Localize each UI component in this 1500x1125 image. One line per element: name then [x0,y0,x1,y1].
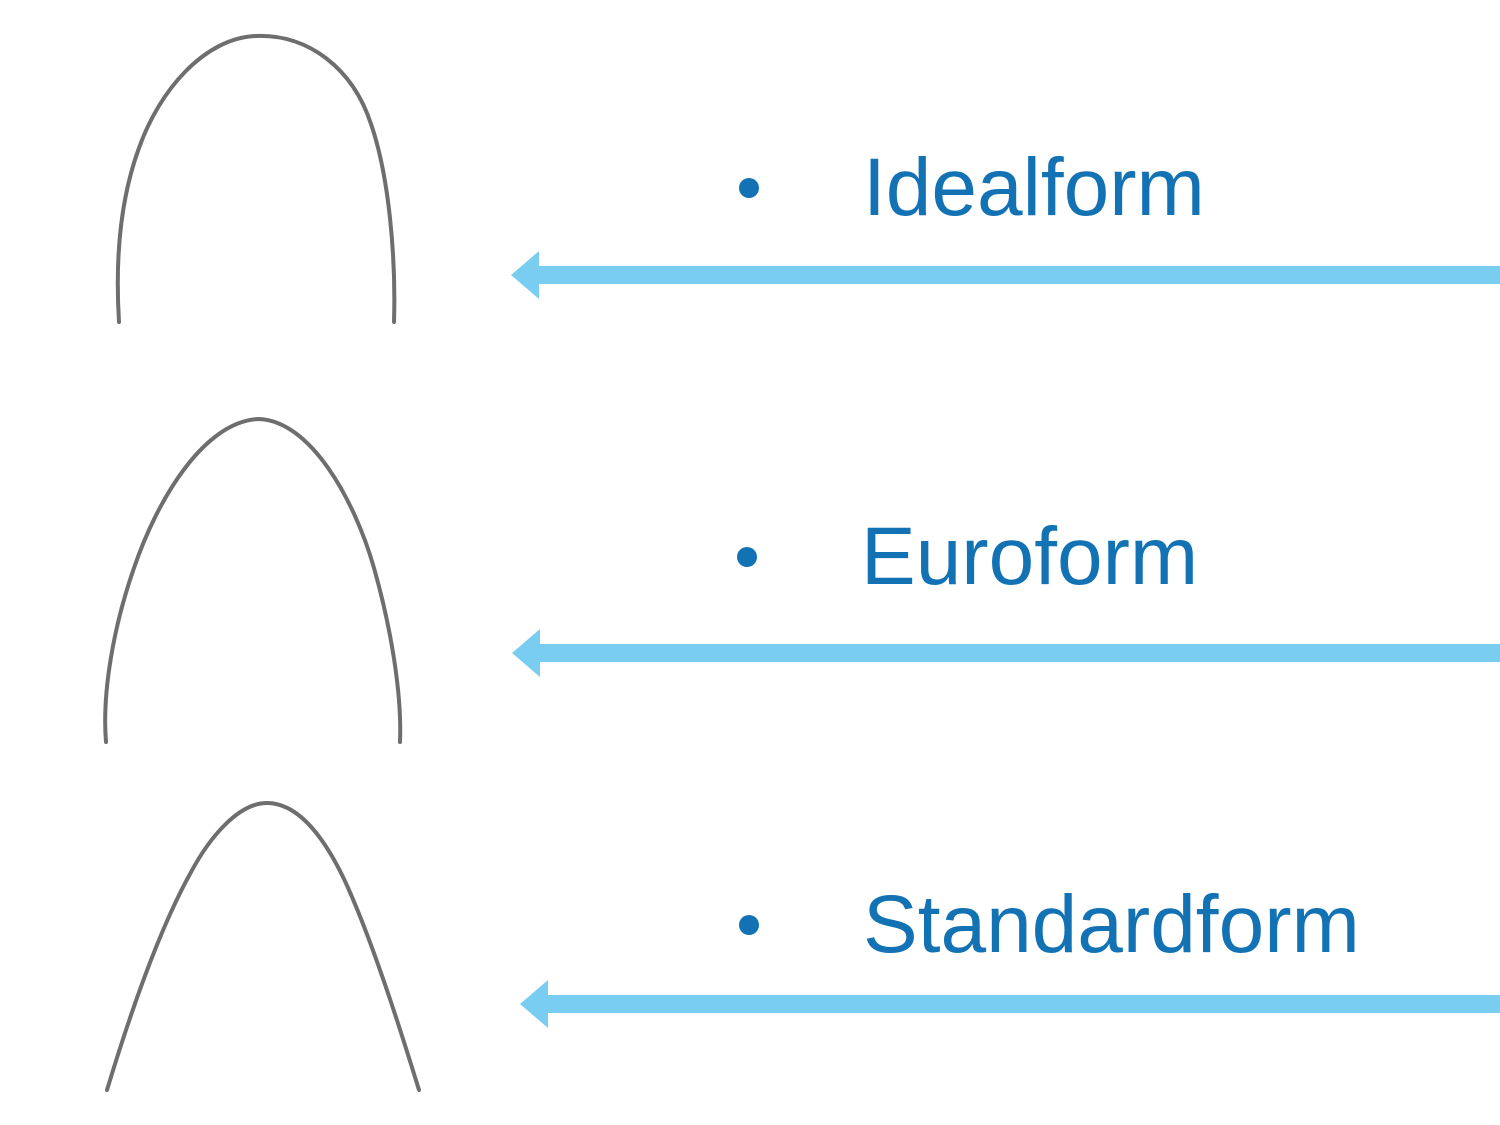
bullet-item-standardform: Standardform [739,884,1360,966]
left-arrow-icon [512,629,1500,677]
standardform-label: Standardform [863,879,1360,970]
standardform-archwire-image [105,800,421,1092]
idealform-label: Idealform [863,142,1205,233]
bullet-icon [739,178,759,198]
bullet-item-euroform: Euroform [737,516,1198,598]
bullet-item-idealform: Idealform [739,147,1205,229]
left-arrow-icon [511,251,1500,299]
left-arrow-icon [520,980,1500,1028]
bullet-icon [739,915,759,935]
bullet-icon [737,547,757,567]
euroform-label: Euroform [861,511,1199,602]
euroform-archwire-image [103,416,403,744]
idealform-archwire-image [115,33,397,324]
